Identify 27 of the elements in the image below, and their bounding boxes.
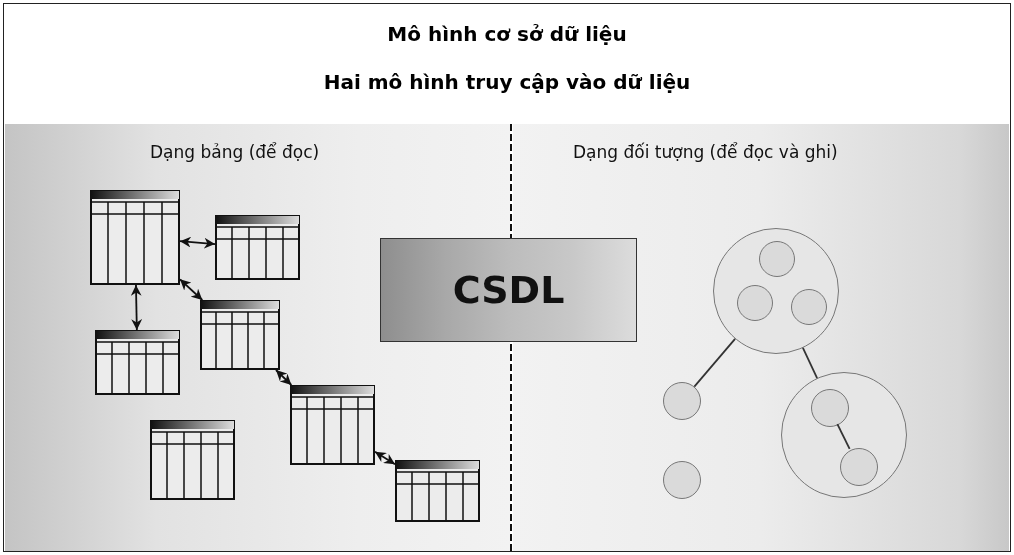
table-icon [90,190,180,285]
object-dot [759,241,795,277]
panel-heading: Dạng đối tượng (để đọc và ghi) [573,142,838,162]
arrow [374,450,396,466]
diagram-subtitle: Hai mô hình truy cập vào dữ liệu [322,70,692,94]
arrow [179,236,216,249]
table-icon [395,460,480,522]
diagram-title: Mô hình cơ sở dữ liệu [386,22,628,46]
table-icon [200,300,280,370]
object-dot [737,285,773,321]
object-dot [811,389,849,427]
arrow [275,369,293,386]
connector-line [802,347,818,379]
arrow [179,278,204,301]
panel-heading: Dạng bảng (để đọc) [150,142,320,162]
table-icon [215,215,300,280]
object-dot [663,382,701,420]
connector-line [693,338,736,388]
table-icon [290,385,375,465]
table-icon [150,420,235,500]
arrow [130,284,143,331]
object-dot [840,448,878,486]
object-dot [791,289,827,325]
database-box: CSDL [380,238,637,342]
table-icon [95,330,180,395]
connector-line [836,423,851,450]
object-dot [663,461,701,499]
